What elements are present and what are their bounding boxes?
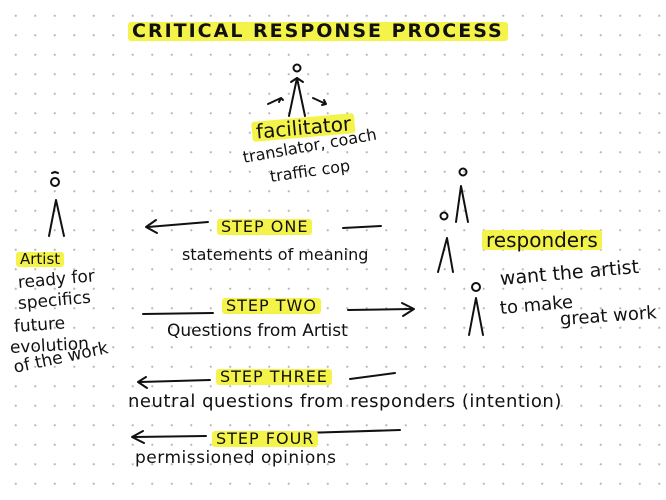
step-three-desc: neutral questions from responders (inten… [128,391,562,412]
artist-figure-icon [48,171,65,237]
responders-figures-icon [437,167,484,336]
step-one-label: STEP ONE [217,219,313,235]
responders-label: responders [482,230,602,250]
step-four-arrow-icon [131,429,401,444]
artist-label: Artist [16,252,65,267]
artist-desc-line3: future [13,313,66,337]
step-one-arrow-icon [145,219,382,234]
step-two-label: STEP TWO [222,298,321,314]
diagram-title: CRITICAL RESPONSE PROCESS [128,22,508,41]
step-four-desc: permissioned opinions [135,448,337,468]
step-two-arrow-icon [142,302,415,317]
step-two-desc: Questions from Artist [167,321,348,341]
step-four-label: STEP FOUR [212,431,319,447]
step-three-arrow-icon [137,372,396,389]
step-one-desc: statements of meaning [182,245,369,264]
step-three-label: STEP THREE [216,369,332,385]
facilitator-figure-icon [267,63,327,117]
